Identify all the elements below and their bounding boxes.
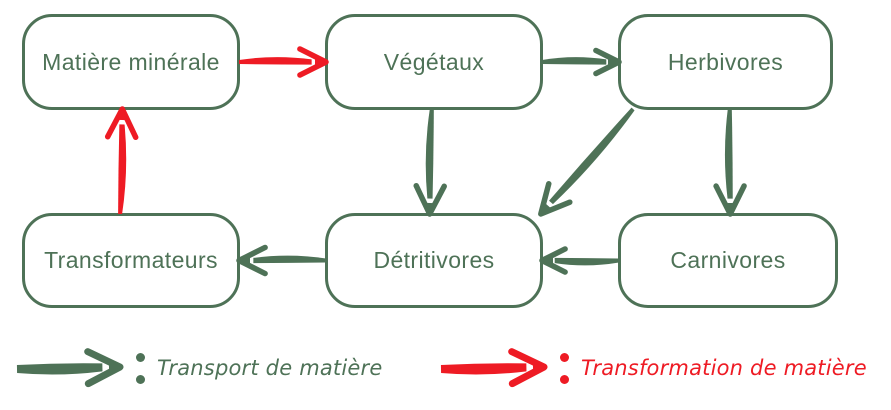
arrow-detritivores-to-transformateurs	[236, 244, 326, 277]
arrow-vegetaux-to-herbivores	[542, 47, 622, 77]
colon-dot	[136, 352, 145, 362]
colon-dot	[560, 374, 569, 384]
arrow-vegetaux-to-detritivores	[413, 108, 447, 217]
node-label: Transformateurs	[44, 247, 218, 273]
node-detritivores: Détritivores	[325, 213, 543, 308]
arrow-herbivores-to-detritivores	[538, 107, 635, 217]
legend-colon	[560, 352, 569, 384]
arrow-transformateurs-to-matiere-minerale	[104, 106, 139, 215]
legend-label-transport: Transport de matière	[157, 356, 383, 380]
node-vegetaux: Végétaux	[325, 14, 543, 110]
colon-dot	[560, 352, 569, 362]
legend-label-transformation: Transformation de matière	[581, 356, 867, 380]
arrow-carnivores-to-detritivores	[539, 246, 619, 275]
node-herbivores: Herbivores	[618, 14, 833, 110]
diagram-canvas: Matière minérale Végétaux Herbivores Tra…	[22, 14, 838, 308]
legend-item-transport: Transport de matière	[10, 346, 382, 390]
transport-arrow-icon	[16, 348, 124, 388]
arrow-herbivores-to-carnivores	[713, 108, 747, 217]
node-matiere-minerale: Matière minérale	[22, 14, 240, 110]
transformation-arrow-icon	[440, 348, 548, 388]
node-label: Végétaux	[383, 48, 485, 75]
node-label: Carnivores	[670, 247, 786, 273]
colon-dot	[136, 374, 145, 384]
node-label: Détritivores	[373, 247, 495, 273]
legend-colon	[136, 352, 145, 384]
node-transformateurs: Transformateurs	[22, 213, 240, 308]
node-label: Matière minérale	[42, 48, 220, 75]
node-carnivores: Carnivores	[618, 213, 838, 308]
arrow-matiere-minerale-to-vegetaux	[239, 46, 329, 78]
legend-item-transformation: Transformation de matière	[434, 346, 867, 390]
node-label: Herbivores	[667, 48, 784, 75]
